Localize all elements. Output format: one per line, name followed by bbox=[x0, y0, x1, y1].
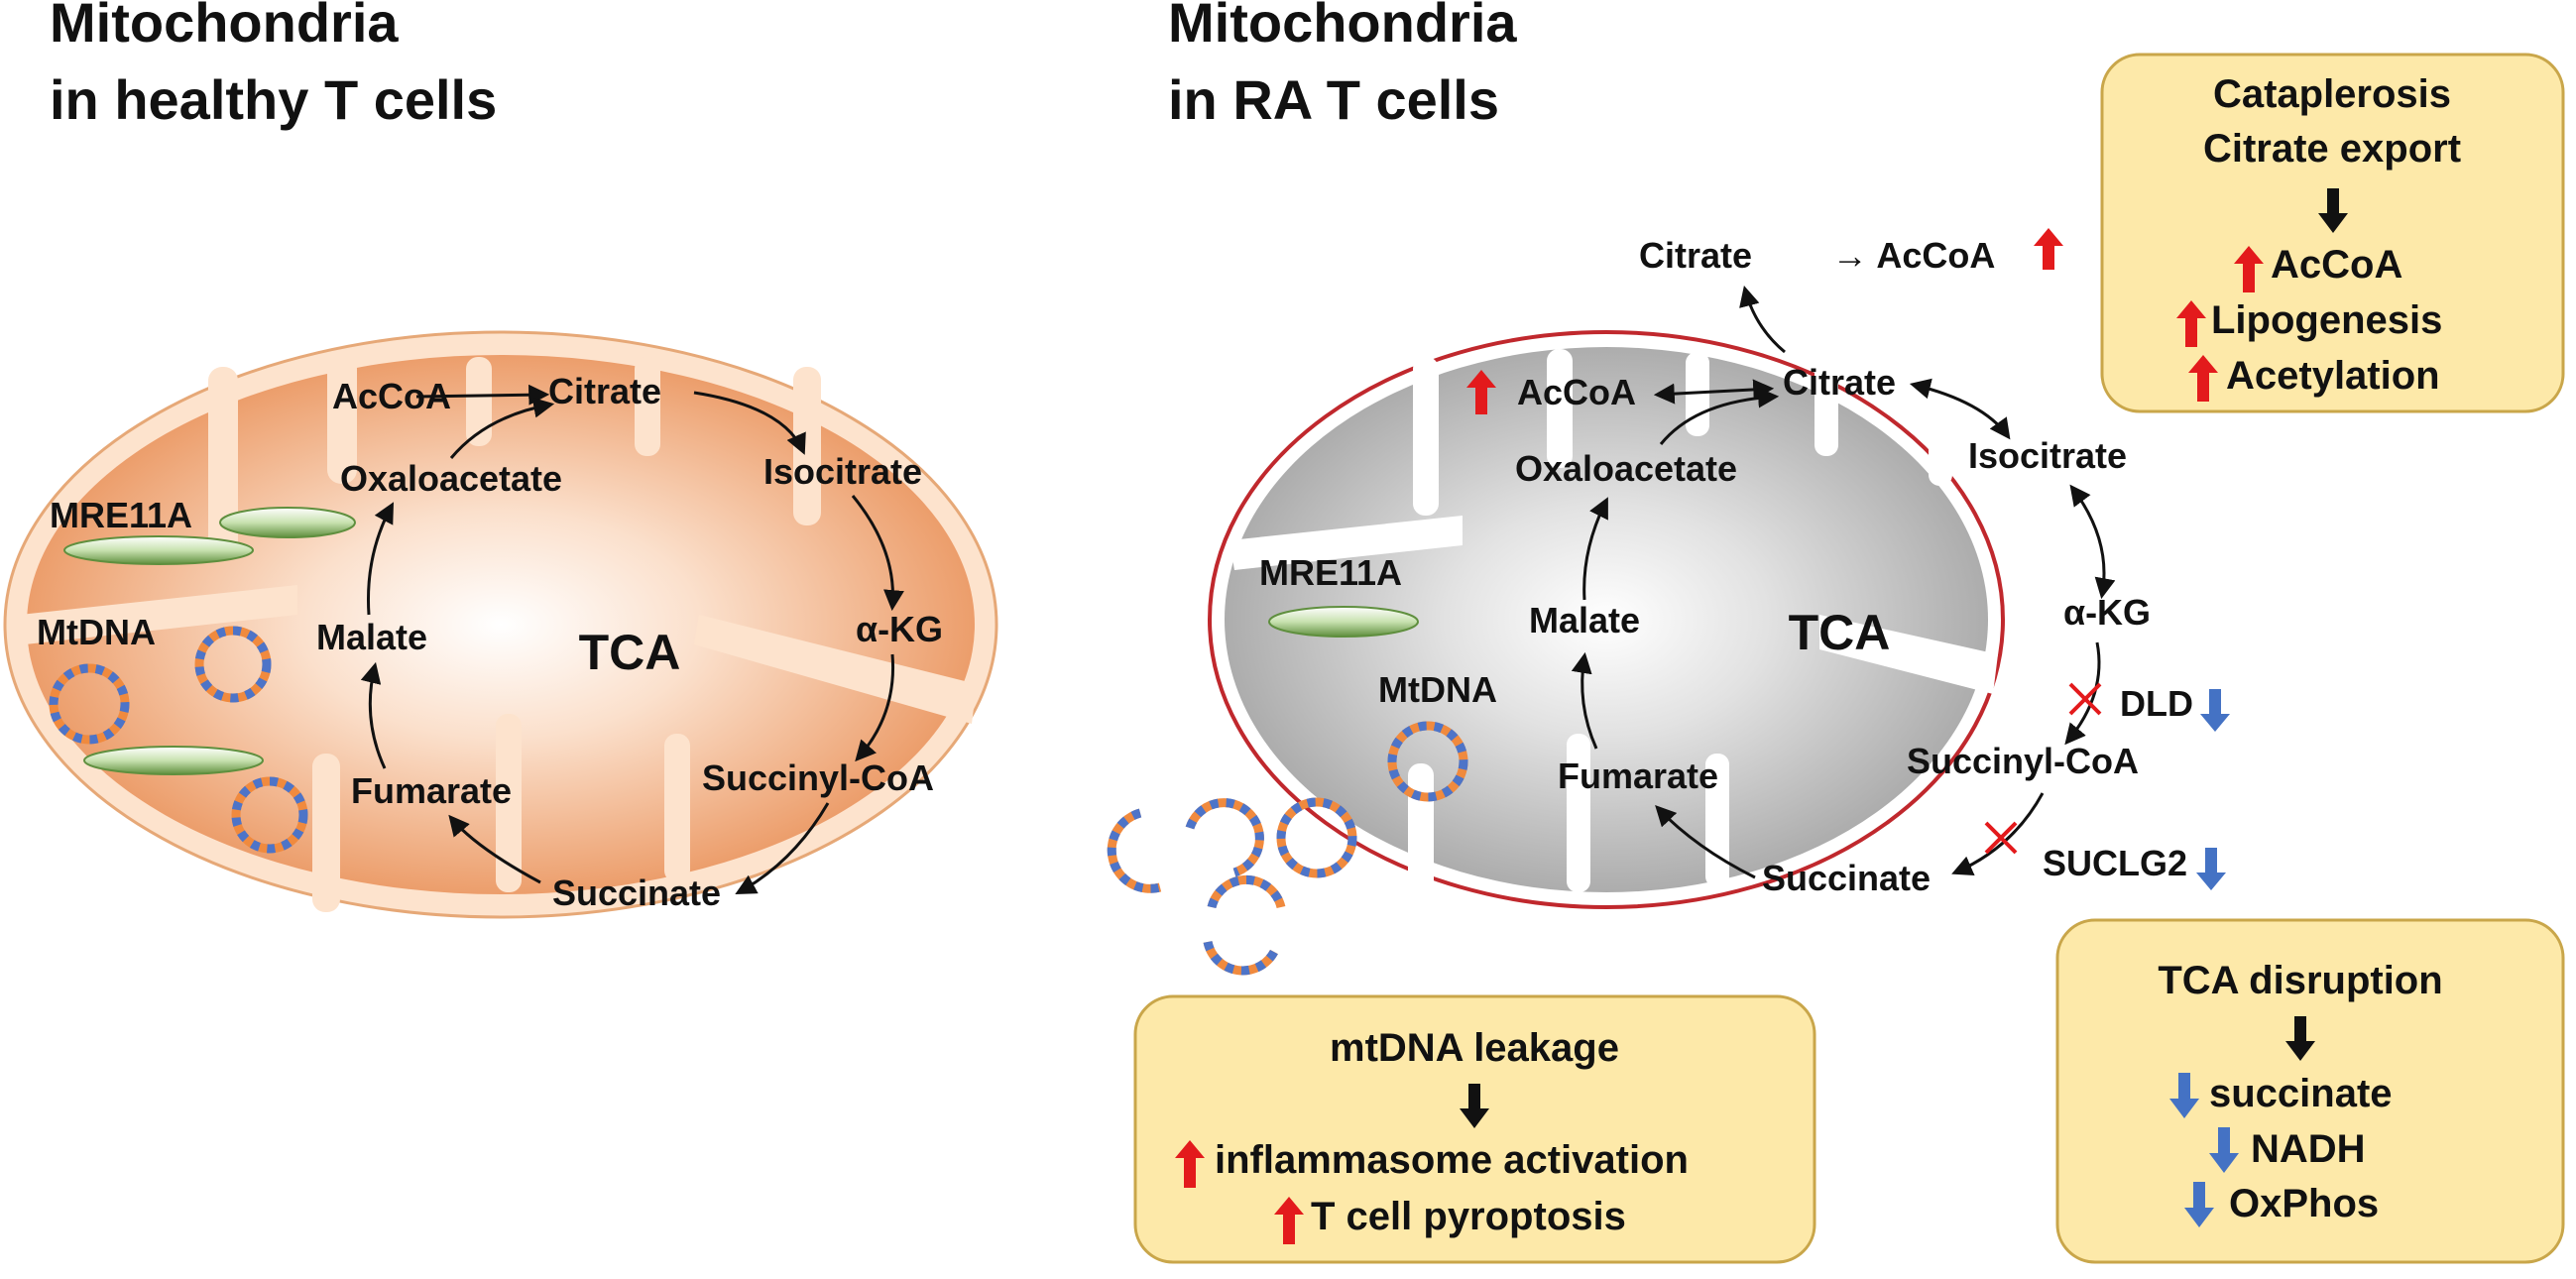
healthy-heading-line1: Mitochondria bbox=[50, 0, 399, 54]
healthy-mtdna: MtDNA bbox=[37, 612, 308, 854]
ra-mtdna: MtDNA bbox=[1107, 669, 1497, 976]
cataplerosis-down-arrow-icon bbox=[2318, 188, 2348, 233]
healthy-mtdna-label: MtDNA bbox=[37, 612, 156, 652]
healthy-cristae bbox=[20, 355, 977, 912]
healthy-isocitrate: Isocitrate bbox=[763, 451, 922, 492]
ra-mre11a-label: MRE11A bbox=[1259, 552, 1402, 593]
tca-disruption-item1: succinate bbox=[2209, 1072, 2393, 1115]
healthy-tca-label: TCA bbox=[579, 625, 681, 680]
oxphos-down-arrow-icon bbox=[2184, 1182, 2214, 1227]
ra-oxaloacetate: Oxaloacetate bbox=[1515, 448, 1737, 489]
healthy-heading-line2: in healthy T cells bbox=[50, 68, 497, 131]
pyroptosis-up-arrow-icon bbox=[1274, 1197, 1304, 1244]
tca-disruption-item2: NADH bbox=[2251, 1127, 2366, 1171]
healthy-succinate: Succinate bbox=[552, 872, 721, 913]
acetylation-up-arrow-icon bbox=[2188, 355, 2218, 402]
nadh-down-arrow-icon bbox=[2209, 1127, 2239, 1173]
healthy-oxaloacetate: Oxaloacetate bbox=[340, 458, 562, 499]
cataplerosis-item2: Lipogenesis bbox=[2211, 298, 2442, 342]
dld-down-arrow-icon bbox=[2200, 689, 2230, 732]
cataplerosis-line2: Citrate export bbox=[2203, 127, 2461, 171]
ra-tca-label: TCA bbox=[1789, 605, 1891, 660]
mtdna-leakage-title: mtDNA leakage bbox=[1330, 1026, 1619, 1070]
ra-succinate: Succinate bbox=[1762, 858, 1931, 898]
inflammasome-up-arrow-icon bbox=[1175, 1140, 1205, 1188]
suclg2-label: SUCLG2 bbox=[2043, 843, 2187, 883]
healthy-succinyl-coa: Succinyl-CoA bbox=[702, 757, 934, 798]
ra-fumarate: Fumarate bbox=[1558, 756, 1718, 796]
mtdna-leakage-box: mtDNA leakage inflammasome activation T … bbox=[1133, 994, 1816, 1264]
tca-disruption-item3: OxPhos bbox=[2229, 1182, 2379, 1225]
ra-heading-line1: Mitochondria bbox=[1168, 0, 1517, 54]
ra-mitochondrion: TCA AcCoA Citrate Oxaloacetate Isocitrat… bbox=[1107, 228, 2230, 976]
ra-inhibit-marks bbox=[1984, 682, 2102, 855]
ra-mtdna-label: MtDNA bbox=[1378, 669, 1497, 710]
ra-citrate: Citrate bbox=[1783, 362, 1896, 403]
healthy-fumarate: Fumarate bbox=[351, 770, 512, 811]
healthy-citrate: Citrate bbox=[548, 371, 661, 411]
mtdna-leakage-down-arrow-icon bbox=[1460, 1084, 1489, 1128]
ra-malate: Malate bbox=[1529, 600, 1640, 640]
lipogenesis-up-arrow-icon bbox=[2176, 300, 2206, 347]
ra-heading-line2: in RA T cells bbox=[1168, 68, 1499, 131]
cataplerosis-line1: Cataplerosis bbox=[2213, 72, 2451, 116]
healthy-matrix bbox=[27, 355, 975, 894]
healthy-heading: Mitochondria in healthy T cells bbox=[50, 0, 497, 131]
ra-heading: Mitochondria in RA T cells bbox=[1168, 0, 1517, 131]
cataplerosis-item3: Acetylation bbox=[2226, 354, 2440, 398]
healthy-mre11a: MRE11A bbox=[50, 495, 356, 775]
ra-isocitrate: Isocitrate bbox=[1968, 435, 2127, 476]
tca-disruption-down-arrow-icon bbox=[2285, 1016, 2315, 1061]
healthy-cycle-arrows bbox=[360, 384, 904, 895]
mtdna-leakage-item2: T cell pyroptosis bbox=[1311, 1195, 1626, 1238]
ra-succinyl-coa: Succinyl-CoA bbox=[1907, 741, 2139, 781]
cataplerosis-box: Cataplerosis Citrate export AcCoA Lipoge… bbox=[2100, 53, 2565, 413]
cataplerosis-item1: AcCoA bbox=[2271, 243, 2402, 287]
ra-cristae bbox=[1229, 349, 1998, 892]
ra-mre11a: MRE11A bbox=[1259, 552, 1419, 638]
suclg2-down-arrow-icon bbox=[2196, 848, 2226, 890]
healthy-malate: Malate bbox=[316, 617, 427, 657]
healthy-mitochondrion: TCA AcCoA Citrate Oxaloacetate Isocitrat… bbox=[3, 330, 998, 919]
succinate-down-arrow-icon bbox=[2169, 1073, 2199, 1118]
mtdna-leakage-item1: inflammasome activation bbox=[1215, 1138, 1689, 1182]
ra-cycle-arrows bbox=[1571, 285, 2116, 879]
ra-accoa-up-arrow-icon bbox=[1466, 370, 1496, 414]
dld-label: DLD bbox=[2120, 683, 2193, 724]
accoa-up-arrow-icon bbox=[2234, 246, 2264, 292]
tca-disruption-box: TCA disruption succinate NADH OxPhos bbox=[2055, 918, 2565, 1264]
ra-akg: α-KG bbox=[2063, 592, 2151, 633]
healthy-mre11a-label: MRE11A bbox=[50, 495, 192, 535]
ra-accoa: AcCoA bbox=[1517, 372, 1636, 412]
export-citrate: Citrate bbox=[1639, 235, 1752, 276]
healthy-akg: α-KG bbox=[856, 609, 943, 649]
export-accoa: → AcCoA bbox=[1832, 235, 1996, 276]
export-accoa-up-arrow-icon bbox=[2034, 228, 2063, 270]
tca-disruption-title: TCA disruption bbox=[2158, 959, 2442, 1002]
